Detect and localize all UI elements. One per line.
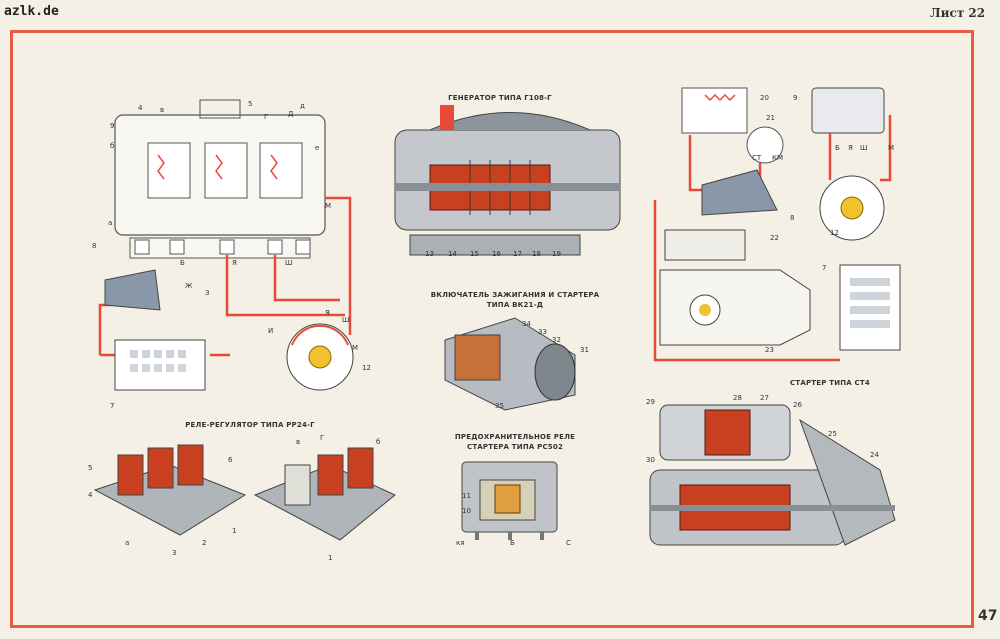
callout-relay: Б [510,539,515,547]
callout-starter: 25 [828,430,837,438]
callout-regulator-scheme: 12 [362,364,371,372]
callout-regulator-scheme: 5 [248,100,252,108]
callout-regulator-scheme: 9 [110,122,114,130]
callout-regulator-scheme: е [315,144,319,152]
callout-regulator-scheme: Я [232,259,237,267]
callout-relay: С [566,539,571,547]
callout-starter: 27 [760,394,769,402]
callout-regulator-scheme: М [325,202,331,210]
callout-starter-scheme: 21 [766,114,775,122]
callout-regulator-views: 2 [202,539,206,547]
callout-regulator-scheme: б [110,142,114,150]
caption-relay-line1: ПРЕДОХРАНИТЕЛЬНОЕ РЕЛЕ [454,433,576,441]
sheet-label: Лист 22 [930,6,986,20]
callout-regulator-scheme: М [352,344,358,352]
callout-regulator-scheme: Б [180,259,185,267]
callout-regulator-views: 3 [172,549,176,557]
callout-switch: 34 [522,320,531,328]
callout-regulator-scheme: 8 [92,242,96,250]
callout-regulator-views: 6 [228,456,233,464]
callout-starter-scheme: Б [835,144,840,152]
caption-regulator: РЕЛЕ-РЕГУЛЯТОР ТИПА РР24-Г [185,421,315,429]
callout-regulator-scheme: И [268,327,273,335]
callout-generator: 13 [425,250,434,258]
callout-starter: 24 [870,451,879,459]
protective-relay-illustration [461,461,558,540]
caption-relay: ПРЕДОХРАНИТЕЛЬНОЕ РЕЛЕ СТАРТЕРА ТИПА РС50… [430,432,600,452]
callout-starter-scheme: Я [848,144,853,152]
callout-relay: 10 [462,507,471,515]
callout-starter: 28 [733,394,742,402]
callout-regulator-scheme: З [205,289,210,297]
caption-switch-line2: ТИПА ВК21-Д [486,301,544,309]
callout-starter: 29 [646,398,655,406]
callout-regulator-views: а [125,539,129,547]
caption-relay-line2: СТАРТЕРА ТИПА РС502 [466,443,564,451]
callout-starter-scheme: 12 [830,229,839,237]
callout-regulator-scheme: Ж [185,282,193,290]
starter-illustration [649,404,896,546]
callout-switch: 33 [538,328,547,336]
callout-switch: 35 [495,402,504,410]
page-frame [10,30,974,628]
callout-starter-scheme: 7 [822,264,826,272]
callout-regulator-views: 5 [88,464,92,472]
callout-starter-scheme: СТ [752,154,762,162]
callout-generator: 16 [492,250,501,258]
callout-generator: 19 [552,250,561,258]
callout-regulator-scheme: Ш [342,316,350,324]
caption-switch: ВКЛЮЧАТЕЛЬ ЗАЖИГАНИЯ И СТАРТЕРА ТИПА ВК21… [410,290,620,310]
callout-starter-scheme: 8 [790,214,794,222]
callout-regulator-scheme: в [160,106,164,114]
caption-generator: ГЕНЕРАТОР ТИПА Г108-Г [448,94,552,102]
callout-regulator-views: 1 [232,527,236,535]
callout-relay: кя [456,539,464,547]
callout-generator: 15 [470,250,479,258]
callout-regulator-views: 4 [88,491,93,499]
callout-regulator-views: Г [320,434,324,442]
callout-starter-scheme: 22 [770,234,779,242]
caption-starter: СТАРТЕР ТИПА СТ4 [790,379,870,387]
regulator-scheme [98,99,354,391]
callout-regulator-scheme: Д [288,110,294,118]
callout-regulator-scheme: 7 [110,402,114,410]
callout-starter-scheme: 20 [760,94,769,102]
page-number: 47 [978,608,998,624]
callout-generator: 14 [448,250,457,258]
callout-starter-scheme: КМ [772,154,783,162]
callout-switch: 31 [580,346,589,354]
callout-regulator-scheme: Ш [285,259,293,267]
callout-generator: 18 [532,250,541,258]
regulator-views [93,444,396,541]
callout-starter: 30 [646,456,655,464]
callout-regulator-views: 1 [328,554,332,562]
callout-regulator-views: в [296,438,300,446]
ignition-switch-illustration [444,317,576,411]
callout-starter: 26 [793,401,802,409]
callout-regulator-scheme: Я [325,309,330,317]
starter-scheme [653,87,901,362]
callout-relay: 11 [462,492,471,500]
callout-switch: 32 [552,336,561,344]
caption-switch-line1: ВКЛЮЧАТЕЛЬ ЗАЖИГАНИЯ И СТАРТЕРА [430,291,600,299]
watermark: azlk.de [4,4,59,19]
callout-generator: 17 [513,250,522,258]
callout-starter-scheme: 23 [765,346,774,354]
callout-starter-scheme: Ш [860,144,868,152]
callout-regulator-views: б [376,438,380,446]
callout-regulator-scheme: а [108,219,112,227]
callout-regulator-scheme: д [300,102,305,110]
generator-illustration [394,105,621,256]
callout-starter-scheme: 9 [793,94,797,102]
callout-regulator-scheme: 4 [138,104,143,112]
callout-starter-scheme: М [888,144,894,152]
callout-regulator-scheme: Г [264,113,268,121]
